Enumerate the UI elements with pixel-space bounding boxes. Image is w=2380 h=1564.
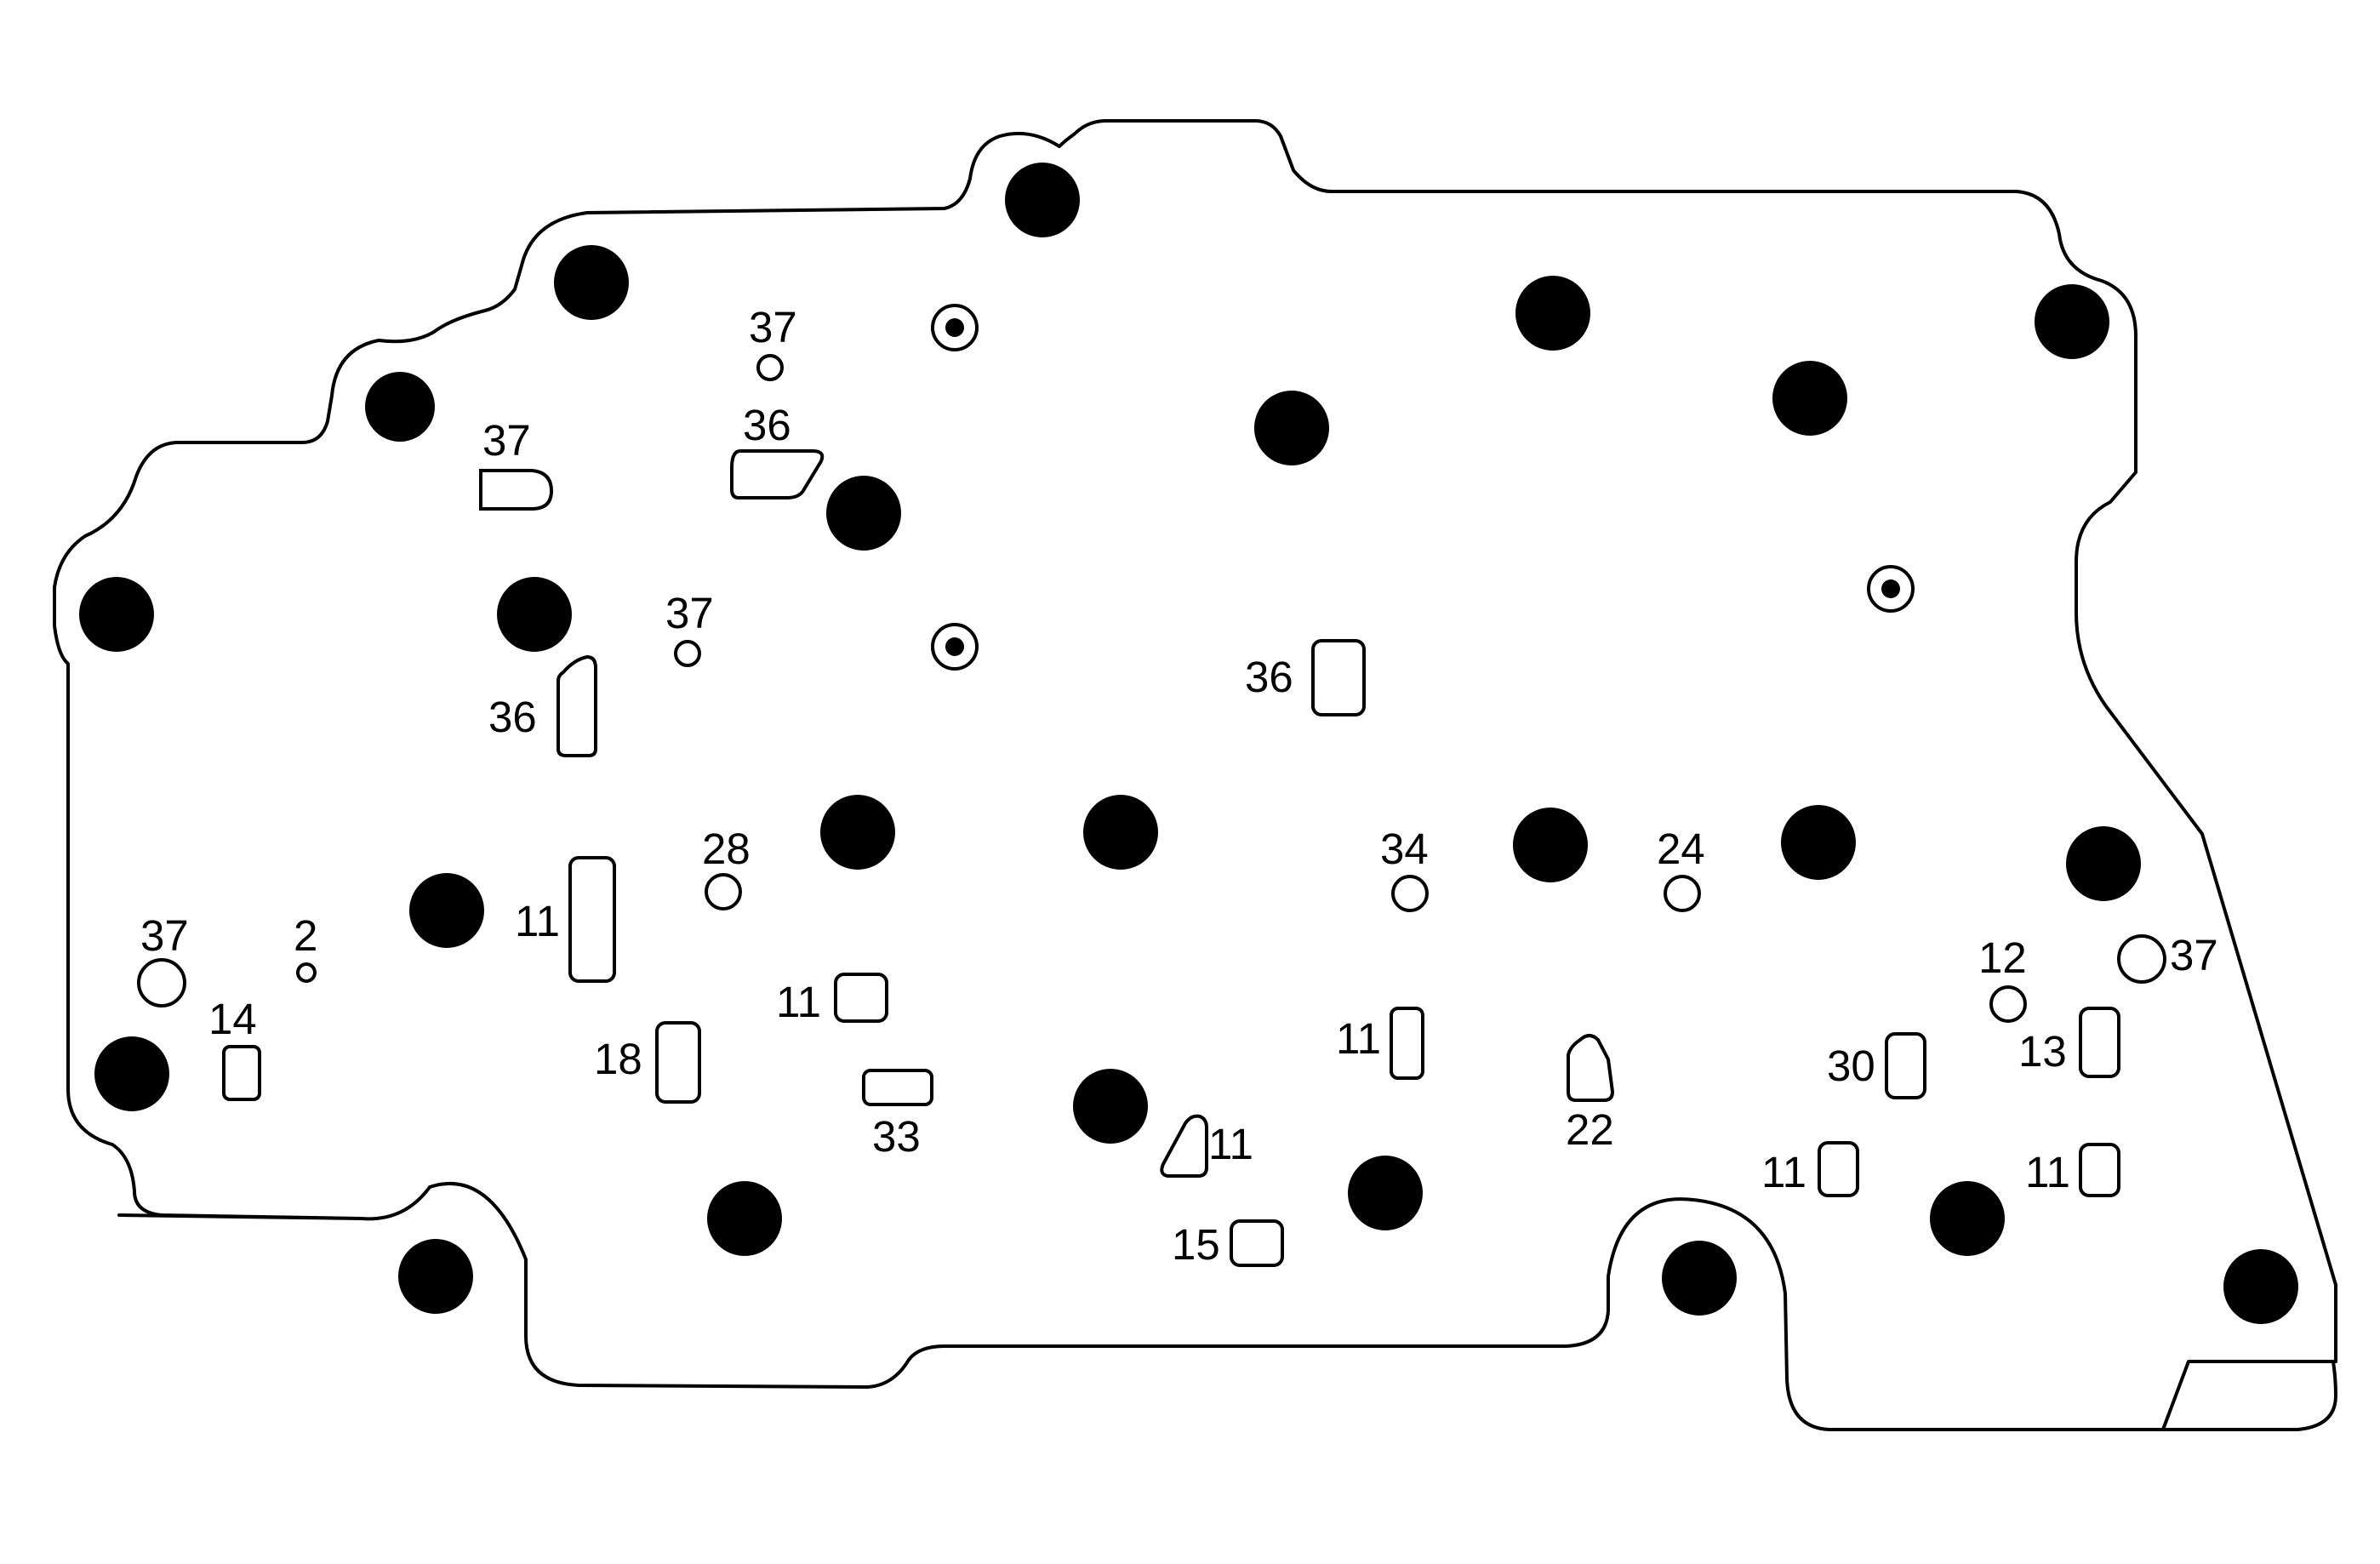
callout-33: 33 — [872, 1112, 921, 1161]
port-37-mid — [674, 640, 701, 667]
bolt-hole — [2223, 1249, 2298, 1324]
callout-11-tall: 11 — [515, 897, 560, 945]
callout-22: 22 — [1566, 1105, 1614, 1154]
callout-12: 12 — [1978, 933, 2027, 982]
port-11-lower-right-a — [1818, 1141, 1859, 1197]
port-36-top — [730, 449, 825, 499]
callout-36-left: 36 — [488, 693, 537, 741]
plate-outline — [53, 119, 2337, 1431]
port-37-top — [756, 354, 784, 381]
port-11-tall — [568, 856, 616, 983]
port-18 — [655, 1021, 701, 1104]
callout-2: 2 — [294, 911, 317, 960]
port-30 — [1885, 1032, 1926, 1099]
port-13 — [2079, 1007, 2120, 1078]
callout-37-right: 37 — [2170, 931, 2218, 979]
port-37-far-left — [137, 958, 186, 1007]
bolt-hole — [94, 1036, 169, 1111]
bolt-hole — [1930, 1181, 2005, 1256]
bolt-hole — [2066, 826, 2141, 901]
bolt-hole — [365, 372, 435, 442]
bolt-hole — [1348, 1156, 1423, 1230]
bolt-hole — [820, 795, 895, 870]
callout-18: 18 — [594, 1035, 642, 1083]
callout-11-slanted: 11 — [1208, 1120, 1253, 1168]
bolt-hole — [79, 577, 154, 652]
locating-pin — [931, 623, 979, 671]
callout-28: 28 — [702, 825, 751, 873]
port-11-lower-right-b — [2079, 1143, 2120, 1197]
callout-11-center: 11 — [776, 978, 821, 1026]
bolt-hole — [707, 1181, 782, 1256]
port-14 — [222, 1045, 261, 1101]
bolt-hole — [497, 577, 572, 652]
port-2 — [296, 962, 317, 983]
port-15 — [1230, 1219, 1284, 1267]
bolt-hole — [1073, 1069, 1148, 1144]
bolt-hole — [1515, 276, 1590, 351]
callout-11-mid: 11 — [1336, 1014, 1381, 1063]
callout-11-lower-right-b: 11 — [2025, 1148, 2070, 1196]
bolt-hole — [1662, 1241, 1737, 1316]
callout-36-center: 36 — [1245, 653, 1293, 701]
bolt-hole — [398, 1239, 473, 1314]
callout-15: 15 — [1172, 1220, 1220, 1269]
bolt-hole — [554, 245, 629, 320]
callout-37-mid: 37 — [665, 589, 714, 637]
port-11-center — [834, 973, 888, 1023]
bolt-hole — [1513, 808, 1588, 882]
port-22 — [1567, 1034, 1615, 1102]
port-37-right — [2117, 934, 2166, 984]
port-36-center — [1311, 639, 1366, 716]
callout-14: 14 — [208, 995, 257, 1043]
port-37-left-top — [479, 469, 554, 511]
port-33 — [862, 1069, 933, 1106]
port-11-slanted — [1160, 1114, 1208, 1178]
bolt-hole — [1254, 391, 1329, 465]
callout-37-far-left: 37 — [140, 911, 189, 960]
bolt-hole — [826, 476, 901, 551]
callout-37-left-top: 37 — [482, 416, 531, 465]
bolt-hole — [1083, 795, 1158, 870]
callout-13: 13 — [2018, 1027, 2067, 1076]
bolt-hole — [2035, 284, 2109, 359]
bolt-hole — [1005, 163, 1080, 237]
bolt-hole — [1772, 361, 1847, 436]
port-24 — [1664, 875, 1701, 912]
callout-11-lower-right-a: 11 — [1761, 1148, 1806, 1196]
port-34 — [1391, 875, 1429, 912]
callout-36-top: 36 — [743, 401, 791, 449]
bolt-hole — [409, 873, 484, 948]
bolt-hole — [1781, 805, 1856, 880]
callout-24: 24 — [1657, 825, 1705, 873]
port-36-left — [556, 654, 597, 757]
port-28 — [705, 873, 742, 910]
locating-pin — [1867, 565, 1915, 613]
callout-30: 30 — [1827, 1042, 1875, 1090]
port-12 — [1989, 985, 2027, 1023]
locating-pin — [931, 304, 979, 351]
callout-37-top: 37 — [749, 303, 797, 351]
port-11-mid — [1390, 1007, 1424, 1080]
callout-34: 34 — [1380, 825, 1429, 873]
